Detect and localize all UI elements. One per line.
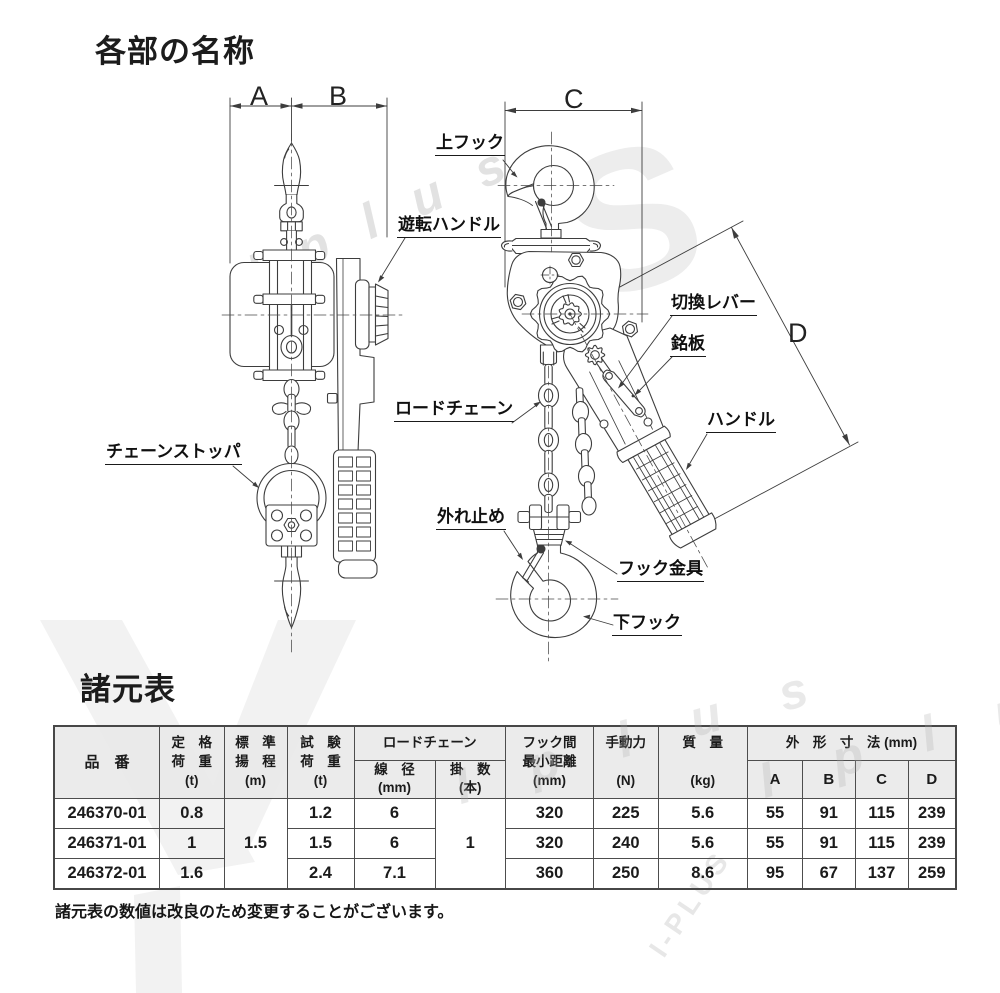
cell-effort: 225 [593, 798, 659, 830]
spec-note: 諸元表の数値は改良のため変更することがございます。 [55, 904, 454, 921]
col-header-dim-c: C [854, 759, 909, 800]
dim-letter-a: A [250, 81, 269, 111]
cell-dim-c: 137 [854, 858, 909, 890]
cell-dia: 7.1 [353, 858, 436, 890]
header-text-h-dia-2: (mm) [378, 780, 411, 796]
page-title: 各部の名称 [95, 34, 255, 69]
leader-lines [232, 159, 708, 626]
label-lower-hook: 下フック [612, 614, 682, 636]
header-text-h-test-2: 荷 重 [300, 754, 341, 770]
label-chain-stopper: チェーンストッパ [105, 443, 242, 465]
label-hook-fitting: フック金具 [617, 560, 704, 582]
cell-rated: 1 [159, 828, 225, 860]
label-selector-lever: 切換レバー [670, 294, 757, 316]
dim-letter-b: B [329, 81, 348, 111]
header-text-h-hookdist-3: (mm) [533, 773, 567, 789]
col-header-load-chain-group: ロードチェーン [353, 725, 507, 761]
header-row-sub: 線 径 (mm) 掛 数 (本) A B C D [54, 759, 957, 800]
cell-hookdist: 320 [505, 828, 595, 860]
col-header-wire-dia: 線 径 (mm) [353, 759, 436, 800]
header-text-h-effort-2: (N) [616, 773, 636, 789]
spec-table: 品 番 定 格荷 重 (t) 標 準揚 程 (m) 試 験荷 重 (t) ロードチェー… [53, 725, 958, 890]
col-header-dim-d: D [907, 759, 957, 800]
cell-dim-d: 259 [907, 858, 957, 890]
cell-lift-merged: 1.5 [223, 798, 288, 890]
header-text-h-hookdist-2: 最小距離 [522, 754, 577, 770]
table-row: 246372-01 1.6 2.4 7.1 360 250 8.6 95 67 … [53, 858, 957, 890]
cell-test: 1.5 [286, 828, 355, 860]
header-text-h-lift-3: (m) [245, 773, 266, 789]
cell-dim-d: 239 [907, 798, 957, 830]
header-text-h-falls-1: 掛 数 [450, 761, 491, 777]
cell-dim-a: 55 [747, 828, 804, 860]
col-header-rated-load: 定 格荷 重 (t) [159, 725, 225, 800]
cell-hookdist: 360 [505, 858, 595, 890]
header-text-h-effort-1: 手動力 [605, 735, 647, 751]
cell-effort: 240 [593, 828, 659, 860]
header-text-h-falls-2: (本) [459, 780, 482, 796]
dim-letter-c: C [564, 84, 584, 114]
header-text-h-test-1: 試 験 [300, 735, 341, 751]
header-text-h-dia-1: 線 径 [374, 761, 415, 777]
cell-mass: 8.6 [657, 858, 749, 890]
cell-rated: 0.8 [159, 798, 225, 830]
cell-dim-b: 91 [802, 828, 856, 860]
cell-dim-d: 239 [907, 828, 957, 860]
table-row: 246371-01 1 1.5 6 320 240 5.6 55 91 115 … [53, 828, 957, 860]
cell-dim-b: 67 [802, 858, 856, 890]
cell-rated: 1.6 [159, 858, 225, 890]
label-handle: ハンドル [706, 411, 776, 433]
cell-mass: 5.6 [657, 798, 749, 830]
dimension-a-b [229, 97, 388, 264]
col-header-falls: 掛 数 (本) [434, 759, 507, 800]
header-text-h-lift-1: 標 準 [235, 735, 276, 751]
cell-falls-merged: 1 [434, 798, 507, 890]
cell-hookdist: 320 [505, 798, 595, 830]
label-nameplate: 銘板 [670, 335, 706, 357]
cell-item: 246372-01 [53, 858, 160, 890]
cell-dia: 6 [353, 828, 436, 860]
label-idle-handle: 遊転ハンドル [397, 216, 501, 238]
cell-test: 1.2 [286, 798, 355, 830]
label-load-chain: ロードチェーン [394, 400, 515, 422]
dimension-c [504, 101, 643, 323]
col-header-dim-b: B [802, 759, 856, 800]
label-upper-hook: 上フック [435, 134, 505, 156]
side-view-drawing [229, 142, 389, 629]
header-text-h-mass-2: (kg) [690, 773, 716, 789]
cell-dim-b: 91 [802, 798, 856, 830]
header-text-h-hookdist-1: フック間 [522, 735, 577, 751]
header-text-h-test-3: (t) [313, 773, 328, 789]
cell-dia: 6 [353, 798, 436, 830]
cell-test: 2.4 [286, 858, 355, 890]
cell-dim-c: 115 [854, 828, 909, 860]
col-header-outer-dims-group: 外 形 寸 法 (mm) [747, 725, 957, 761]
col-header-standard-lift: 標 準揚 程 (m) [223, 725, 288, 800]
spec-heading: 諸元表 [80, 672, 176, 707]
header-text-h-rated-1: 定 格 [171, 735, 213, 751]
cell-dim-a: 55 [747, 798, 804, 830]
header-text-h-mass-1: 質 量 [682, 735, 724, 751]
table-row: 246370-01 0.8 1.5 1.2 6 1 320 225 5.6 55… [53, 798, 957, 890]
col-header-dim-a: A [747, 759, 804, 800]
cell-mass: 5.6 [657, 828, 749, 860]
cell-effort: 250 [593, 858, 659, 890]
col-header-test-load: 試 験荷 重 (t) [286, 725, 355, 800]
col-header-mass: 質 量 (kg) [657, 725, 749, 800]
cell-item: 246371-01 [53, 828, 160, 860]
header-text-h-lift-2: 揚 程 [235, 754, 276, 770]
dim-letter-d: D [788, 318, 808, 348]
header-text-h-rated-3: (t) [185, 773, 199, 789]
cell-item: 246370-01 [53, 798, 160, 830]
col-header-item: 品 番 [53, 725, 160, 800]
header-row-groups: 品 番 定 格荷 重 (t) 標 準揚 程 (m) 試 験荷 重 (t) ロードチェー… [53, 725, 957, 800]
centerlines [221, 131, 709, 663]
header-text-h-rated-2: 荷 重 [171, 754, 213, 770]
cell-dim-c: 115 [854, 798, 909, 830]
label-safety-latch: 外れ止め [436, 508, 506, 530]
cell-dim-a: 95 [747, 858, 804, 890]
